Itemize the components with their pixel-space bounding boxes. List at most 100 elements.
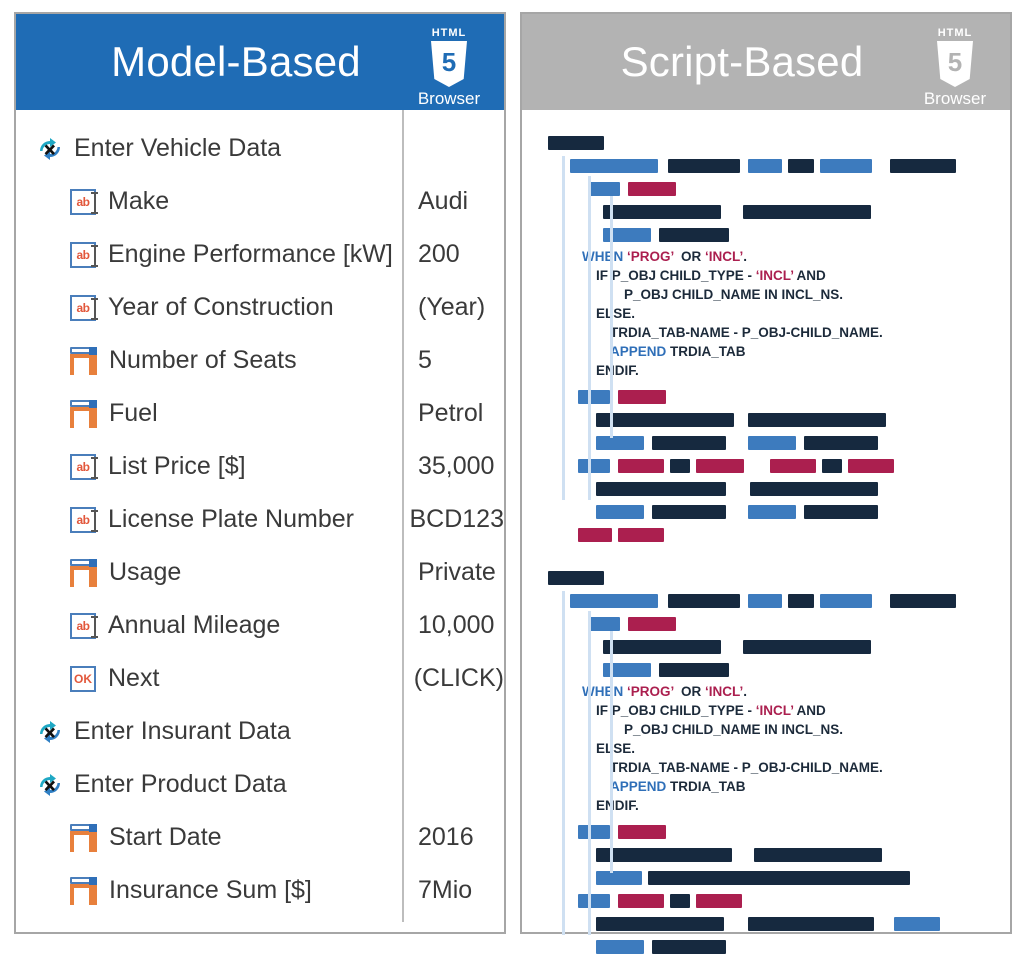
script-panel-title: Script-Based bbox=[620, 38, 864, 85]
code-token-gap bbox=[726, 488, 750, 489]
tree-row-label: Fuel bbox=[109, 399, 158, 427]
tree-row-value: 35,000 bbox=[418, 452, 495, 480]
code-line: ENDIF. bbox=[548, 361, 990, 380]
code-token-bar bbox=[578, 824, 610, 839]
code-token-bar bbox=[652, 939, 726, 954]
code-token-gap bbox=[744, 465, 770, 466]
code-bar-row bbox=[548, 432, 990, 453]
code-bar-row bbox=[548, 613, 990, 634]
tree-row-value: 2016 bbox=[418, 823, 474, 851]
code-token-bar bbox=[743, 204, 871, 219]
code-token-bar bbox=[652, 435, 726, 450]
code-token-bar bbox=[890, 593, 956, 608]
code-token-bar bbox=[894, 916, 940, 931]
code-bar-row bbox=[548, 524, 990, 545]
model-panel-title: Model-Based bbox=[111, 38, 361, 85]
code-token-bar bbox=[820, 158, 872, 173]
code-bar-row bbox=[548, 501, 990, 522]
code-line: IF P_OBJ CHILD_TYPE - ‘INCL’ AND bbox=[548, 266, 990, 285]
tree-transaction-row[interactable]: Enter Product Data bbox=[16, 758, 504, 811]
code-token-bar bbox=[596, 870, 642, 885]
code-token-bar bbox=[618, 389, 666, 404]
tree-row-label-cell: Start Date bbox=[16, 823, 402, 852]
code-token-bar bbox=[696, 458, 744, 473]
code-token: ELSE. bbox=[596, 741, 636, 756]
tree-row-value: Private bbox=[418, 558, 496, 586]
code-token-bar bbox=[596, 481, 726, 496]
code-token: ‘PROG’ bbox=[627, 684, 674, 699]
code-token: . bbox=[743, 249, 748, 264]
code-token: ‘INCL’ bbox=[705, 684, 744, 699]
transaction-icon bbox=[36, 771, 64, 799]
code-token-bar bbox=[820, 593, 872, 608]
code-token: APPEND bbox=[610, 344, 671, 359]
code-line: ELSE. bbox=[548, 739, 990, 758]
code-token-bar bbox=[618, 824, 666, 839]
code-token: TRDIA_TAB bbox=[670, 344, 746, 359]
dropdown-icon bbox=[70, 558, 97, 587]
code-token-bar bbox=[596, 412, 734, 427]
code-token-gap bbox=[620, 188, 628, 189]
code-line: WHEN ‘PROG’ OR ‘INCL’. bbox=[548, 682, 990, 701]
code-bar-row bbox=[548, 224, 990, 245]
code-token-bar bbox=[748, 412, 886, 427]
code-token-bar bbox=[596, 916, 724, 931]
code-token: TRDIA_TAB bbox=[670, 779, 746, 794]
code-token-bar bbox=[890, 158, 956, 173]
code-line: ENDIF. bbox=[548, 796, 990, 815]
code-line: P_OBJ CHILD_NAME IN INCL_NS. bbox=[548, 720, 990, 739]
code-token-bar bbox=[670, 893, 690, 908]
code-token-gap bbox=[610, 900, 618, 901]
tree-field-row[interactable]: Start Date 2016 bbox=[16, 811, 504, 864]
code-token-gap bbox=[740, 165, 748, 166]
code-token-gap bbox=[874, 923, 894, 924]
code-token-bar bbox=[596, 504, 644, 519]
code-token-gap bbox=[872, 165, 890, 166]
tree-row-value: Audi bbox=[418, 187, 469, 215]
text-field-icon: ab bbox=[70, 241, 98, 268]
code-token: IF P_OBJ CHILD_TYPE - bbox=[596, 703, 756, 718]
code-token-bar bbox=[822, 458, 842, 473]
ok-button-icon: OK bbox=[70, 665, 96, 692]
code-token-bar bbox=[618, 458, 664, 473]
code-bar-row bbox=[548, 409, 990, 430]
tree-transaction-row[interactable]: Enter Vehicle Data bbox=[16, 122, 504, 175]
code-token: P_OBJ CHILD_NAME IN INCL_NS. bbox=[624, 722, 844, 737]
code-token: ENDIF. bbox=[596, 363, 639, 378]
code-token: OR bbox=[673, 684, 706, 699]
code-token-bar bbox=[804, 435, 878, 450]
code-token-bar bbox=[570, 593, 658, 608]
code-token-bar bbox=[659, 227, 729, 242]
code-token-bar bbox=[578, 458, 610, 473]
script-code-body: WHEN ‘PROG’ OR ‘INCL’. IF P_OBJ CHILD_TYP… bbox=[522, 110, 1010, 954]
tree-field-row[interactable]: Insurance Sum [$]7Mio bbox=[16, 864, 504, 917]
text-field-icon: ab bbox=[70, 506, 98, 533]
tree-row-value: 7Mio bbox=[418, 876, 473, 904]
html5-shield-icon: 5 bbox=[429, 41, 469, 87]
tree-row-label: Enter Vehicle Data bbox=[74, 134, 282, 162]
code-token-gap bbox=[644, 946, 652, 947]
code-bar-row bbox=[548, 178, 990, 199]
code-token: OR bbox=[673, 249, 706, 264]
tree-row-label: License Plate Number bbox=[108, 505, 354, 533]
code-bar-row bbox=[548, 455, 990, 476]
tree-row-value: 10,000 bbox=[418, 611, 495, 639]
code-token-gap bbox=[734, 419, 748, 420]
code-bar-row bbox=[548, 936, 990, 954]
indent-guide bbox=[588, 611, 591, 935]
text-field-icon: ab bbox=[70, 294, 98, 321]
tree-transaction-row[interactable]: Enter Insurant Data bbox=[16, 705, 504, 758]
code-token-gap bbox=[796, 511, 804, 512]
